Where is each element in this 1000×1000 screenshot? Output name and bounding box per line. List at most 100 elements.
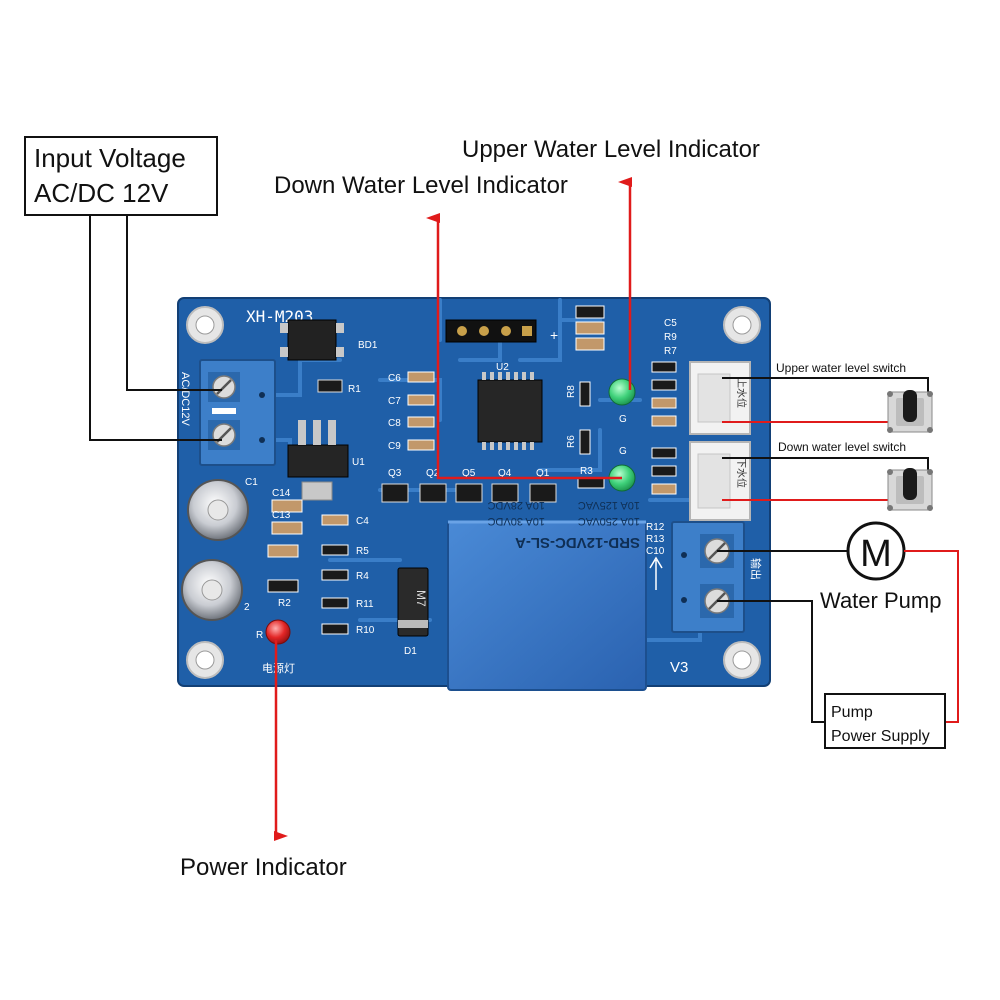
resistor-r3	[577, 477, 605, 489]
water-pump-label: Water Pump	[820, 588, 941, 613]
power-led-silkscreen: 电源灯	[262, 661, 295, 675]
pump-power-supply-line2: Power Supply	[831, 728, 930, 745]
power-led	[265, 619, 291, 645]
label-r3: R3	[580, 466, 593, 477]
down-water-level-indicator-label: Down Water Level Indicator	[274, 172, 568, 199]
resistor-r6	[579, 429, 591, 455]
label-g-down: G	[619, 446, 627, 457]
label-u2: U2	[496, 362, 509, 373]
input-terminal-silkscreen: AC/DC12V	[179, 372, 191, 426]
pump-circuit: M Water Pump Pump Power Supply	[717, 521, 959, 749]
down-switch-button	[887, 468, 933, 511]
ic-u2	[477, 372, 543, 450]
upper-indicator-callout: Upper Water Level Indicator	[462, 136, 760, 390]
label-c6: C6	[388, 373, 401, 384]
label-r7: R7	[664, 346, 677, 357]
output-terminal-block	[671, 521, 745, 633]
label-c13: C13	[272, 510, 291, 521]
transistor-row	[381, 483, 557, 503]
relay-rating-1: 10A 250VAC	[578, 515, 640, 527]
input-wire-2	[89, 215, 222, 441]
label-c9: C9	[388, 441, 401, 452]
bridge-rectifier	[280, 319, 344, 361]
label-r-power: R	[256, 630, 263, 641]
relay	[447, 520, 647, 691]
label-q3: Q3	[388, 468, 402, 479]
pump-motor-symbol: M	[860, 533, 892, 575]
label-r8: R8	[566, 385, 577, 398]
label-r2: R2	[278, 598, 291, 609]
label-g-upper: G	[619, 414, 627, 425]
label-c14: C14	[272, 488, 291, 499]
power-indicator-callout: Power Indicator	[180, 640, 347, 881]
smd-right-stack	[651, 361, 677, 495]
input-voltage-callout: Input Voltage AC/DC 12V	[24, 136, 222, 441]
silkscreen-arrow	[649, 556, 663, 590]
power-indicator-label: Power Indicator	[180, 854, 347, 881]
label-q1: Q1	[536, 468, 550, 479]
upper-sensor-silkscreen: 上水位	[735, 378, 748, 408]
label-c8: C8	[388, 418, 401, 429]
upper-switch-button	[887, 390, 933, 433]
upper-level-led	[608, 378, 636, 406]
pump-power-supply-line1: Pump	[831, 704, 873, 721]
electrolytic-capacitor-c1	[187, 479, 249, 541]
diode-d1	[397, 567, 429, 637]
relay-model-text: SRD-12VDC-SL-A	[515, 534, 640, 551]
upper-water-level-switch-label: Upper water level switch	[776, 361, 906, 375]
label-r13: R13	[646, 534, 665, 545]
relay-markings: SRD-12VDC-SL-A 10A 250VAC 10A 125VAC 10A…	[487, 499, 640, 551]
label-c2: 2	[244, 602, 250, 613]
relay-rating-2: 10A 125VAC	[578, 499, 640, 511]
label-c4: C4	[356, 516, 369, 527]
label-c1: C1	[245, 477, 258, 488]
down-indicator-callout: Down Water Level Indicator	[274, 172, 622, 480]
upper-switch-wire-black	[722, 377, 929, 394]
label-u1: U1	[352, 457, 365, 468]
pump-power-supply-box	[824, 693, 946, 749]
pcb-board: XH-M203 V3 AC/DC12V BD1 R1	[177, 297, 771, 691]
pump-wire-red	[904, 550, 959, 723]
input-wire-1	[126, 215, 222, 391]
label-c5: C5	[664, 318, 677, 329]
label-d1: D1	[404, 646, 417, 657]
input-terminal-block	[199, 359, 276, 466]
mounting-holes	[186, 306, 761, 679]
resistor-r8	[579, 381, 591, 407]
smd-capacitors-left	[267, 499, 303, 593]
smd-capacitors-c6-c9	[407, 371, 435, 451]
label-r11: R11	[356, 599, 374, 610]
label-r5: R5	[356, 546, 369, 557]
pump-wire-black-2	[717, 600, 825, 723]
header-pins	[445, 319, 537, 343]
down-switch-wire-black	[722, 457, 929, 474]
down-indicator-arrow	[426, 213, 622, 480]
label-r12: R12	[646, 522, 665, 533]
down-level-switch-callout: Down water level switch	[722, 440, 933, 511]
label-plus: +	[550, 327, 558, 343]
label-c10: C10	[646, 546, 665, 557]
label-r6: R6	[566, 435, 577, 448]
input-voltage-line1: Input Voltage	[34, 143, 186, 173]
relay-rating-4: 10A 28VDC	[487, 499, 545, 511]
label-q2: Q2	[426, 468, 440, 479]
label-r10: R10	[356, 625, 375, 636]
relay-rating-3: 10A 30VDC	[487, 515, 545, 527]
label-bd1: BD1	[358, 340, 378, 351]
input-voltage-line2: AC/DC 12V	[34, 178, 169, 208]
upper-water-level-indicator-label: Upper Water Level Indicator	[462, 136, 760, 163]
label-r4: R4	[356, 571, 369, 582]
voltage-regulator-u1	[287, 420, 349, 501]
label-r1: R1	[348, 384, 361, 395]
smd-top-right	[575, 305, 605, 351]
diode-marking: M7	[414, 590, 428, 607]
output-terminal-silkscreen: 输出	[749, 558, 763, 580]
label-q4: Q4	[498, 468, 512, 479]
label-r9: R9	[664, 332, 677, 343]
electrolytic-capacitor-c2	[181, 559, 243, 621]
down-water-level-switch-label: Down water level switch	[778, 440, 906, 454]
resistor-r1	[317, 379, 343, 393]
down-sensor-silkscreen: 下水位	[735, 458, 748, 488]
smd-resistors-middle	[321, 514, 349, 635]
